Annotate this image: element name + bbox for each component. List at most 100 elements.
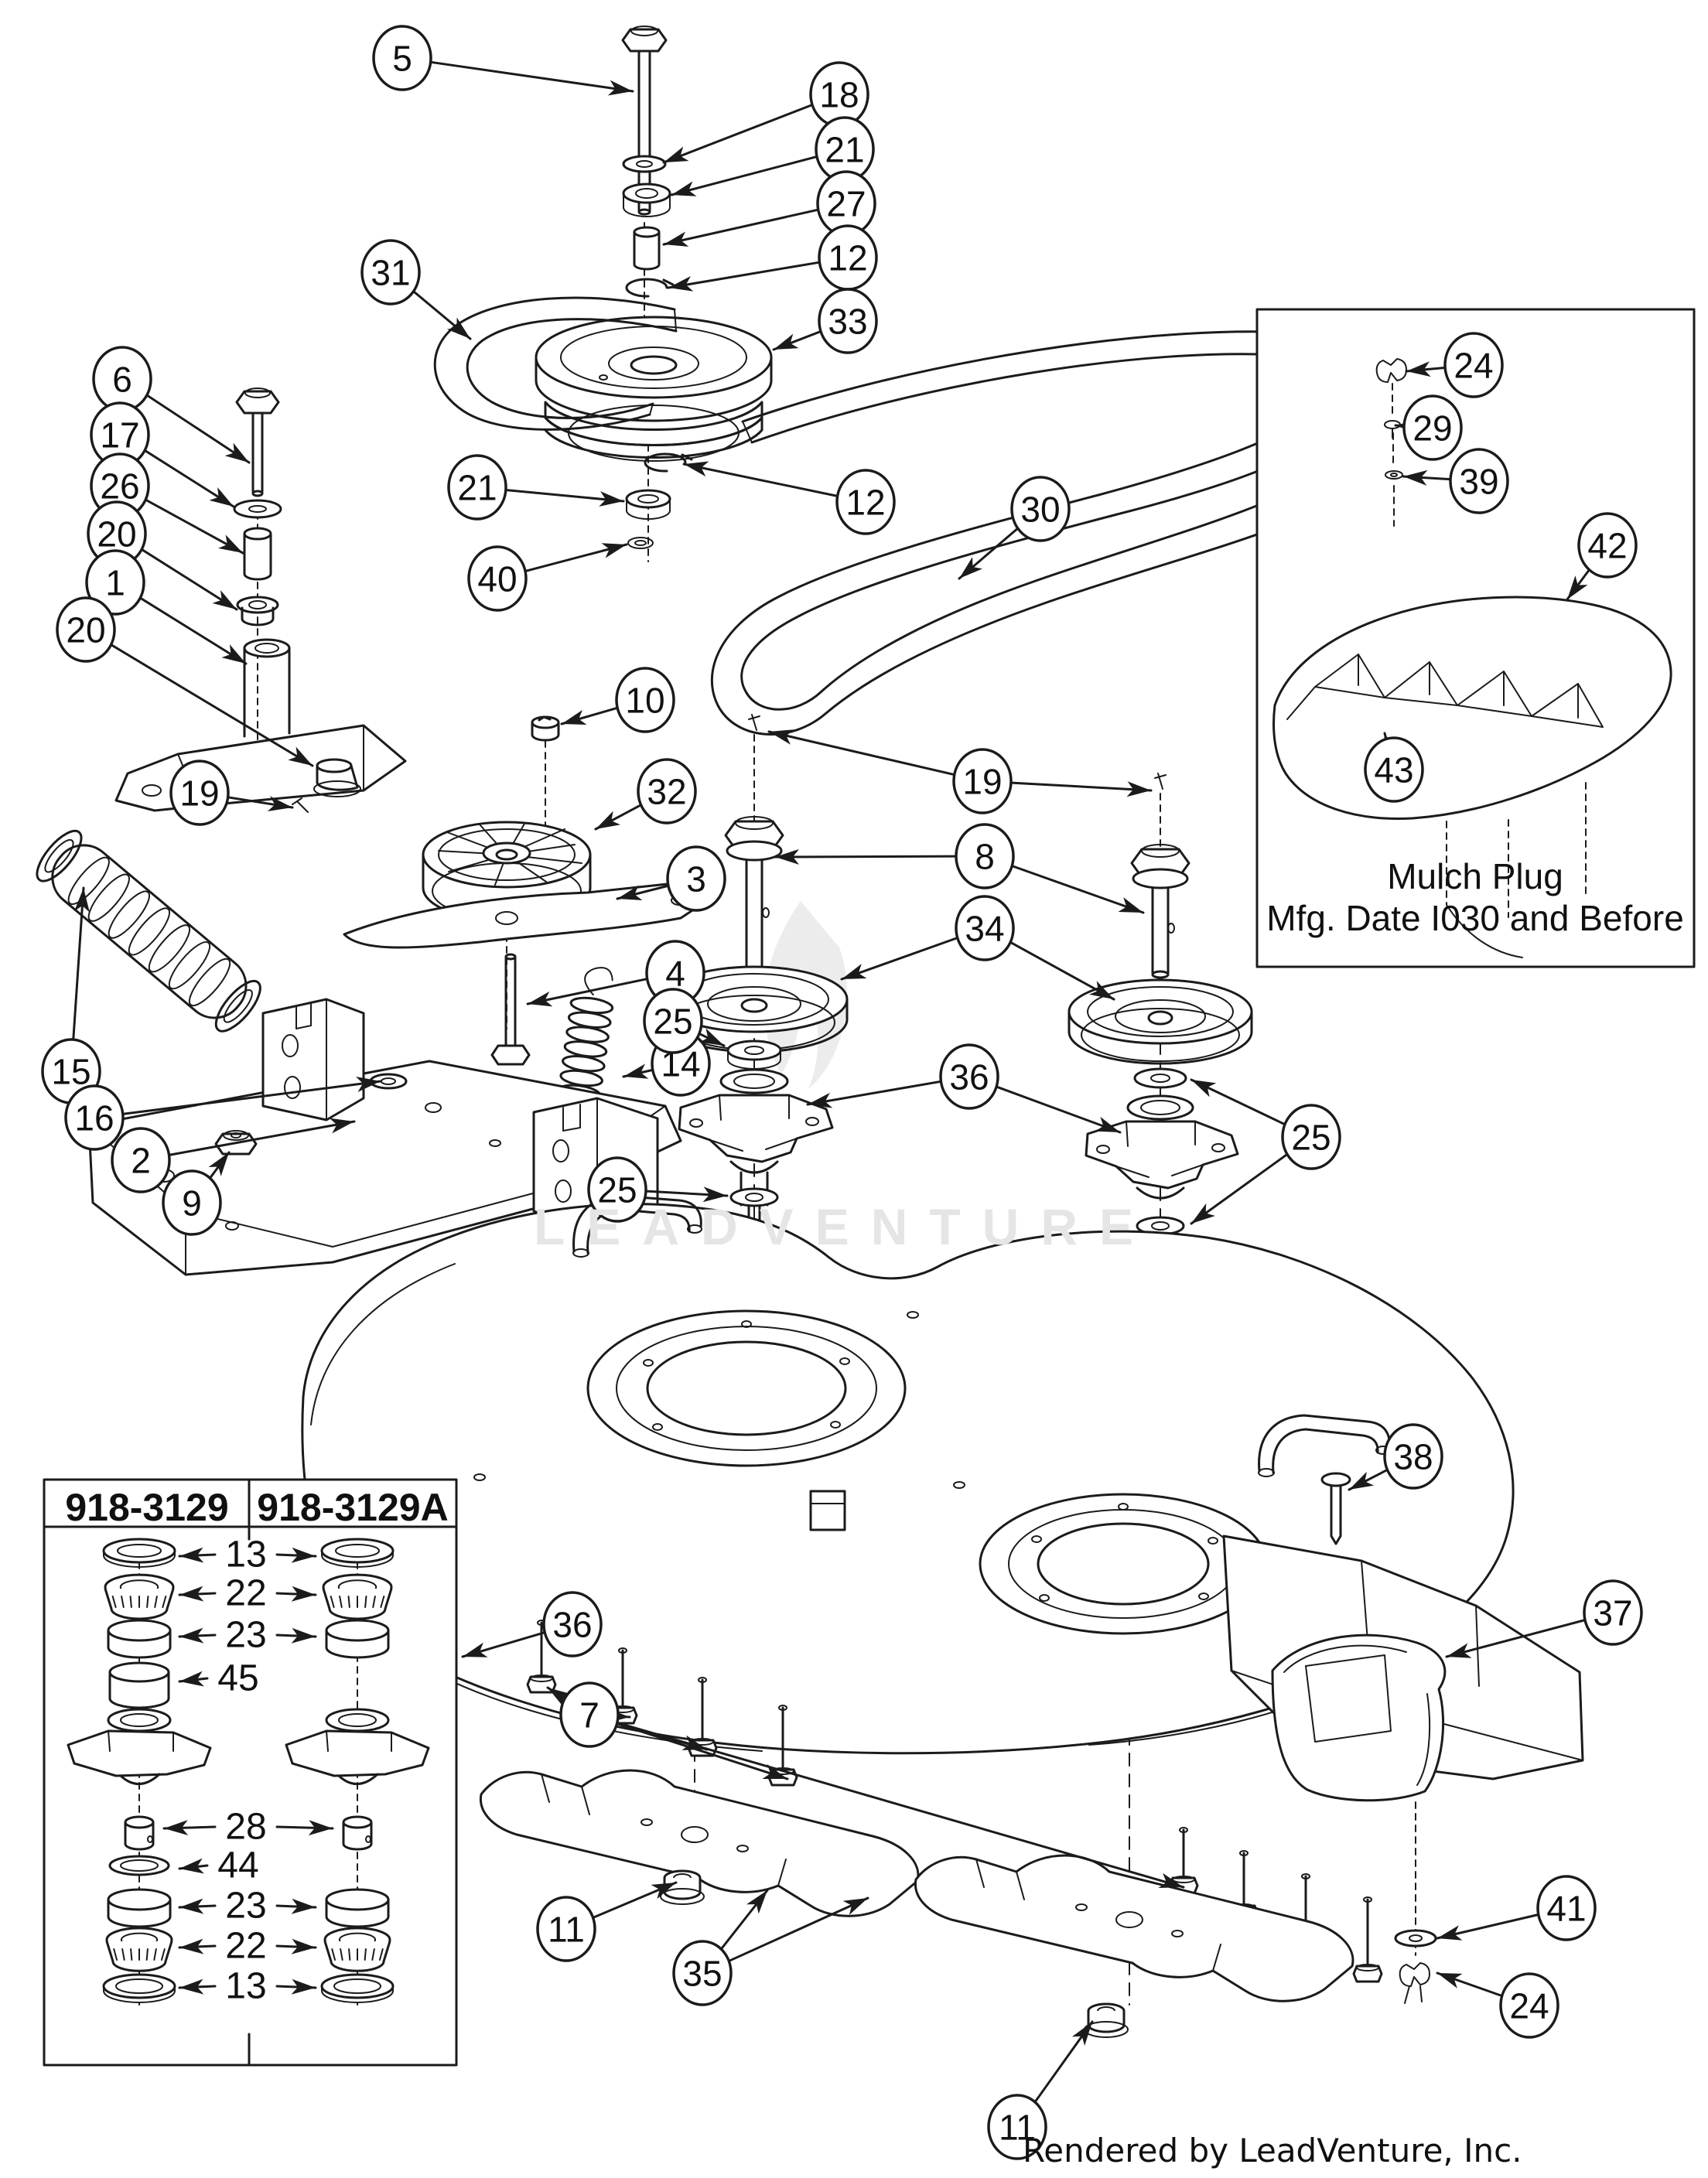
callout-number: 4 <box>665 954 685 994</box>
inset-label-23[interactable]: 23 <box>178 1614 317 1655</box>
callout-circle[interactable] <box>467 545 528 612</box>
callout-circle[interactable] <box>643 988 703 1054</box>
callout-12[interactable]: 12 <box>682 461 896 535</box>
callout-circle[interactable] <box>1449 448 1509 514</box>
callout-circle[interactable] <box>542 1591 603 1657</box>
callout-circle[interactable] <box>169 760 230 826</box>
callout-circle[interactable] <box>672 1940 733 2006</box>
callout-5[interactable]: 5 <box>372 25 634 96</box>
callout-circle[interactable] <box>835 469 896 535</box>
callout-36[interactable]: 36 <box>461 1591 603 1658</box>
callout-16[interactable]: 16 <box>64 1076 382 1151</box>
callout-32[interactable]: 32 <box>594 758 697 831</box>
callout-12[interactable]: 12 <box>667 224 878 292</box>
callout-circle[interactable] <box>987 2094 1047 2160</box>
callout-30[interactable]: 30 <box>958 476 1071 580</box>
right-spindle-stack-art <box>1068 773 1253 2006</box>
callout-38[interactable]: 38 <box>1348 1423 1443 1491</box>
callout-circle[interactable] <box>1443 332 1504 398</box>
inset-label-13[interactable]: 13 <box>178 1534 317 1575</box>
callout-19[interactable]: 19 <box>767 729 1153 814</box>
callout-20[interactable]: 20 <box>56 596 314 767</box>
callout-number: 31 <box>371 253 410 293</box>
callout-34[interactable]: 34 <box>840 895 1115 1001</box>
callout-10[interactable]: 10 <box>560 667 675 733</box>
callout-circle[interactable] <box>1281 1104 1341 1170</box>
callout-number: 39 <box>1459 462 1498 502</box>
callout-26[interactable]: 26 <box>90 452 244 555</box>
callout-number: 24 <box>1454 346 1493 386</box>
callout-37[interactable]: 37 <box>1445 1579 1643 1658</box>
callout-25[interactable]: 25 <box>1190 1078 1341 1225</box>
callout-9[interactable]: 9 <box>162 1151 231 1236</box>
inset-label-44[interactable]: 44 <box>178 1845 259 1886</box>
callout-11[interactable]: 11 <box>536 1881 678 1962</box>
callout-number: 27 <box>826 184 866 224</box>
callout-25[interactable]: 25 <box>587 1156 729 1223</box>
callout-circle[interactable] <box>1383 1423 1443 1490</box>
callout-circle[interactable] <box>1364 736 1424 803</box>
callout-15[interactable]: 15 <box>41 886 101 1104</box>
callout-circle[interactable] <box>360 239 421 306</box>
inset-label-22[interactable]: 22 <box>178 1572 317 1613</box>
inset-header-918-3129: 918-3129 <box>65 1486 229 1529</box>
callout-21[interactable]: 21 <box>447 454 625 521</box>
callout-circle[interactable] <box>1499 1972 1559 2039</box>
callout-circle[interactable] <box>559 1681 620 1748</box>
callout-circle[interactable] <box>939 1043 999 1110</box>
callout-17[interactable]: 17 <box>90 401 235 508</box>
callout-24[interactable]: 24 <box>1436 1971 1559 2039</box>
callout-41[interactable]: 41 <box>1436 1875 1597 1941</box>
callout-circle[interactable] <box>1010 476 1071 542</box>
callout-circle[interactable] <box>955 823 1015 889</box>
callout-29[interactable]: 29 <box>1394 394 1463 461</box>
callout-circle[interactable] <box>952 748 1013 814</box>
inset-label-22[interactable]: 22 <box>178 1925 317 1966</box>
callout-33[interactable]: 33 <box>772 288 878 354</box>
callout-7[interactable]: 7 <box>546 1681 1185 1889</box>
callout-circle[interactable] <box>447 454 507 521</box>
callout-36[interactable]: 36 <box>806 1043 1122 1134</box>
inset-label-45[interactable]: 45 <box>178 1657 259 1698</box>
callout-11[interactable]: 11 <box>987 2020 1094 2160</box>
callout-27[interactable]: 27 <box>662 170 876 247</box>
callout-circle[interactable] <box>955 895 1015 961</box>
callout-39[interactable]: 39 <box>1402 448 1509 514</box>
callout-24[interactable]: 24 <box>1405 332 1504 398</box>
callout-circle[interactable] <box>372 25 432 91</box>
inset-label-23[interactable]: 23 <box>178 1885 317 1926</box>
callout-42[interactable]: 42 <box>1566 512 1638 601</box>
callout-35[interactable]: 35 <box>672 1889 869 2006</box>
callout-3[interactable]: 3 <box>616 845 726 912</box>
callout-circle[interactable] <box>111 1127 171 1193</box>
callout-circle[interactable] <box>56 596 116 663</box>
callout-circle[interactable] <box>536 1896 596 1962</box>
callout-20[interactable]: 20 <box>87 500 238 611</box>
callout-circle[interactable] <box>85 549 145 616</box>
inset-label-28[interactable]: 28 <box>162 1806 334 1847</box>
callout-31[interactable]: 31 <box>360 239 472 340</box>
callout-43[interactable]: 43 <box>1364 732 1424 803</box>
callout-circle[interactable] <box>818 288 878 354</box>
callout-circle[interactable] <box>1577 512 1638 579</box>
callout-2[interactable]: 2 <box>111 1118 356 1193</box>
callout-40[interactable]: 40 <box>467 543 628 612</box>
callout-18[interactable]: 18 <box>662 61 869 164</box>
callout-circle[interactable] <box>587 1156 647 1223</box>
inset-label-13[interactable]: 13 <box>178 1965 317 2006</box>
callout-8[interactable]: 8 <box>774 823 1145 914</box>
callout-6[interactable]: 6 <box>92 346 251 464</box>
callout-circle[interactable] <box>64 1084 125 1151</box>
callout-circle[interactable] <box>637 758 697 824</box>
callout-number: 40 <box>477 559 517 599</box>
callout-circle[interactable] <box>162 1169 222 1236</box>
callout-25[interactable]: 25 <box>643 988 726 1054</box>
callout-circle[interactable] <box>1583 1579 1643 1646</box>
callout-circle[interactable] <box>1402 394 1463 461</box>
callout-1[interactable]: 1 <box>85 549 248 665</box>
callout-19[interactable]: 19 <box>169 760 294 826</box>
callout-circle[interactable] <box>615 667 675 733</box>
callout-circle[interactable] <box>1536 1875 1597 1941</box>
callout-circle[interactable] <box>666 845 726 912</box>
